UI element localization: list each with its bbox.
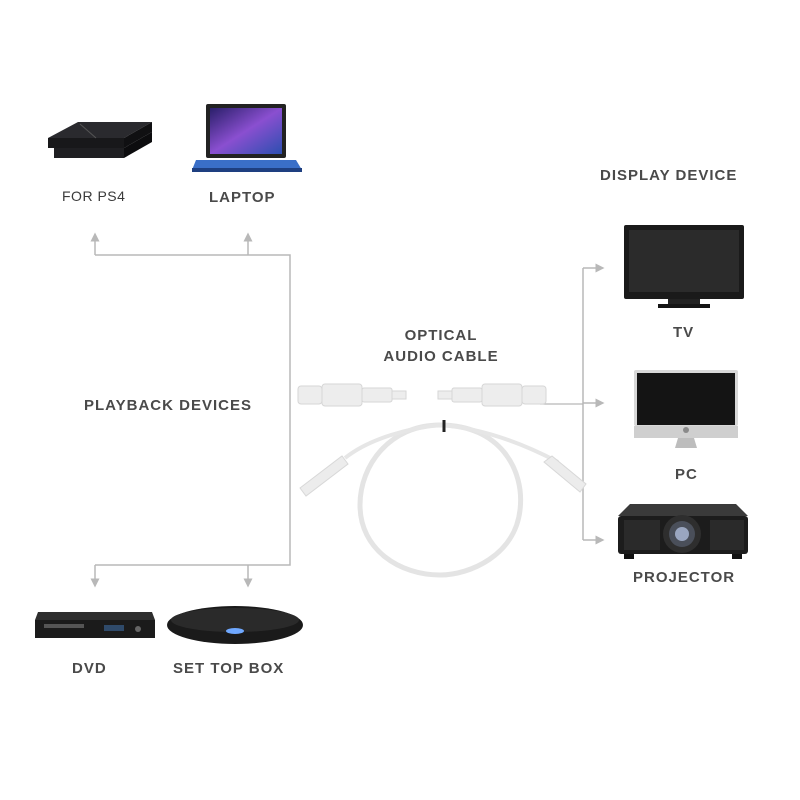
pc-label: PC xyxy=(675,466,698,483)
laptop-icon xyxy=(192,104,302,172)
tv-icon xyxy=(624,225,744,308)
set-top-box-icon xyxy=(167,606,303,644)
projector-label: PROJECTOR xyxy=(633,569,736,586)
projector-icon xyxy=(618,504,748,559)
dvd-label: DVD xyxy=(72,660,107,677)
dvd-player-icon xyxy=(35,612,155,638)
pc-monitor-icon xyxy=(634,370,738,448)
tv-label: TV xyxy=(673,324,695,341)
laptop-label: LAPTOP xyxy=(209,189,276,206)
playback-devices-heading: PLAYBACK DEVICES xyxy=(84,397,252,414)
optical-cable-illustration xyxy=(297,383,587,578)
optical-cable-title-line1: OPTICAL xyxy=(404,327,478,344)
ps4-label: FOR PS4 xyxy=(62,188,126,204)
display-device-heading: DISPLAY DEVICE xyxy=(600,167,738,184)
optical-cable-title-line2: AUDIO CABLE xyxy=(383,348,499,365)
set-top-box-label: SET TOP BOX xyxy=(173,660,285,677)
ps4-console-icon xyxy=(48,122,152,158)
